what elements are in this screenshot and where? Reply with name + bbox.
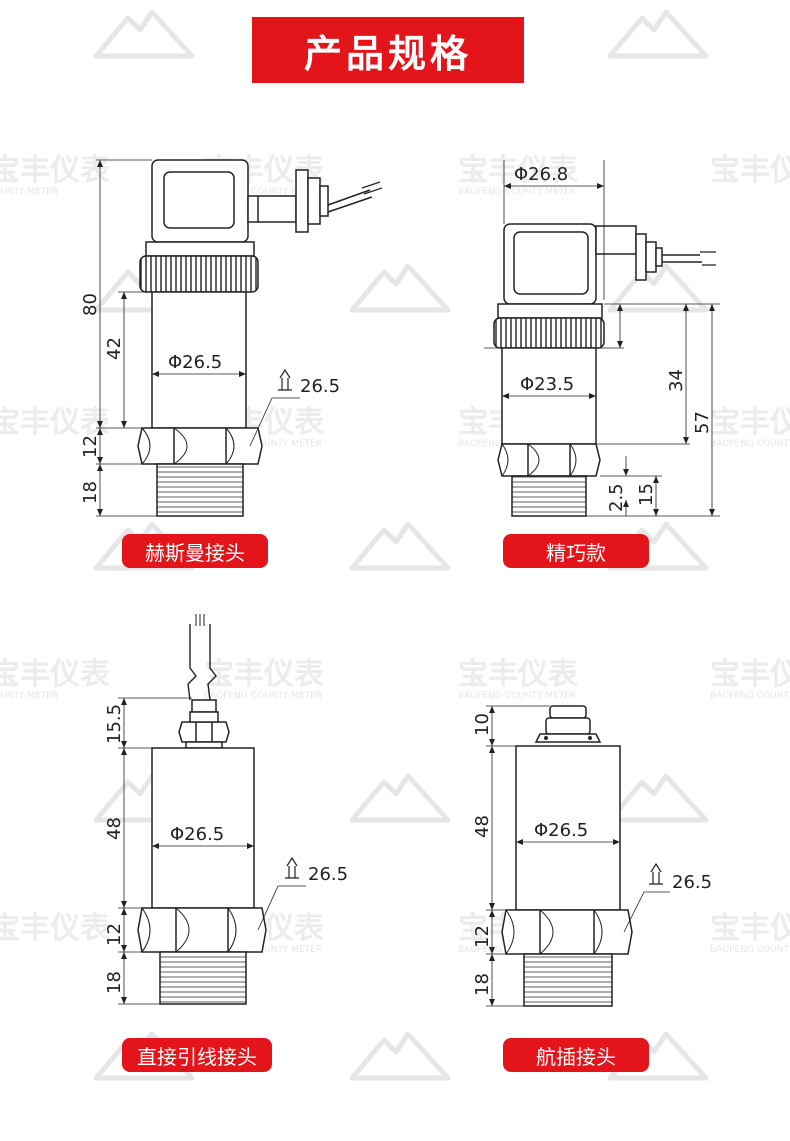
thread <box>159 951 247 1005</box>
dim-diameter: Φ26.5 <box>170 824 224 845</box>
watermark-subtext: BAOFENG COUNTY METER <box>710 439 790 449</box>
dim-top: 10 <box>472 713 493 736</box>
watermark-subtext: BAOFENG COUNTY METER <box>458 691 576 701</box>
caption-aviation: 航插接头 <box>503 1038 649 1072</box>
dim-diameter: Φ26.5 <box>168 352 222 373</box>
dims-compact: Φ26.8 Φ23.5 34 57 2.5 15 <box>514 164 713 512</box>
caption-lead-wire: 直接引线接头 <box>122 1038 272 1072</box>
dims-hirschmann: 80 42 12 18 Φ26.5 26.5 <box>80 293 340 504</box>
knurled-ring <box>493 317 605 349</box>
dim-small1: 2.5 <box>606 483 627 512</box>
hex-nut <box>497 443 601 477</box>
watermark-text: 宝丰仪表 <box>204 657 324 692</box>
watermark-subtext: BAOFENG COUNTY METER <box>0 691 58 701</box>
dim-thread: 18 <box>104 971 125 994</box>
watermark-subtext: BAOFENG COUNTY METER <box>204 691 322 701</box>
dim-body: 48 <box>104 817 125 840</box>
dims-aviation: 10 48 12 18 Φ26.5 26.5 <box>472 713 712 996</box>
dim-wrench: 26.5 <box>672 872 712 893</box>
watermark-text: 宝丰仪表 <box>458 153 578 188</box>
watermark-text: 宝丰仪表 <box>710 153 790 188</box>
sensor-body <box>151 291 247 429</box>
watermark-text: 宝丰仪表 <box>0 153 110 188</box>
dim-small2: 15 <box>636 483 657 506</box>
diagram-hirschmann <box>96 159 383 517</box>
watermark-text: 宝丰仪表 <box>0 405 110 440</box>
watermark-text: 宝丰仪表 <box>710 911 790 946</box>
diagram-compact <box>484 160 720 517</box>
dim-body: 48 <box>472 815 493 838</box>
watermark-subtext: BAOFENG COUNTY METER <box>0 187 58 197</box>
dim-top-width: Φ26.8 <box>514 164 568 185</box>
diagram-lead-wire <box>118 614 306 1005</box>
sensor-body <box>515 745 621 911</box>
watermark-text: 宝丰仪表 <box>710 405 790 440</box>
watermark-subtext: BAOFENG COUNTY METER <box>710 691 790 701</box>
dim-top: 15.5 <box>104 704 125 744</box>
dim-body: 42 <box>104 337 125 360</box>
watermark-text: 宝丰仪表 <box>0 911 110 946</box>
dim-total: 80 <box>80 293 101 316</box>
sensor-body <box>151 747 255 909</box>
dim-diameter: Φ23.5 <box>520 374 574 395</box>
thread <box>523 953 613 1007</box>
dims-lead-wire: 15.5 48 12 18 Φ26.5 26.5 <box>104 704 348 994</box>
thread <box>156 463 244 517</box>
dim-total: 57 <box>692 411 713 434</box>
caption-hirschmann: 赫斯曼接头 <box>122 534 268 568</box>
watermark-subtext: BAOFENG COUNTY METER <box>204 439 322 449</box>
watermark-subtext: BAOFENG COUNTY METER <box>204 187 322 197</box>
hex-nut <box>137 907 267 953</box>
dim-diameter: Φ26.5 <box>534 820 588 841</box>
hex-nut <box>501 909 633 955</box>
dim-thread: 18 <box>472 973 493 996</box>
hex-nut <box>137 427 263 465</box>
watermark-text: 宝丰仪表 <box>0 657 110 692</box>
dim-hex: 12 <box>472 925 493 948</box>
connector-face <box>163 171 235 229</box>
dim-wrench: 26.5 <box>300 376 340 397</box>
caption-compact: 精巧款 <box>503 534 649 568</box>
dim-thread: 18 <box>80 481 101 504</box>
watermark-text: 宝丰仪表 <box>710 657 790 692</box>
watermark-text: 宝丰仪表 <box>458 657 578 692</box>
watermark-subtext: BAOFENG COUNTY METER <box>710 945 790 955</box>
dim-mid: 34 <box>666 369 687 392</box>
dim-hex: 12 <box>80 435 101 458</box>
dim-wrench: 26.5 <box>308 864 348 885</box>
dim-hex: 12 <box>104 923 125 946</box>
knurled-ring <box>139 255 259 293</box>
diagram-aviation <box>486 705 670 1007</box>
page-title: 产品规格 <box>252 17 524 83</box>
watermark-subtext: BAOFENG COUNTY METER <box>458 187 576 197</box>
thread <box>511 475 587 517</box>
watermark-layer: 宝丰仪表 宝丰仪表 宝丰仪表 宝丰仪表 BAOFENG COUNTY METER… <box>0 12 790 1078</box>
